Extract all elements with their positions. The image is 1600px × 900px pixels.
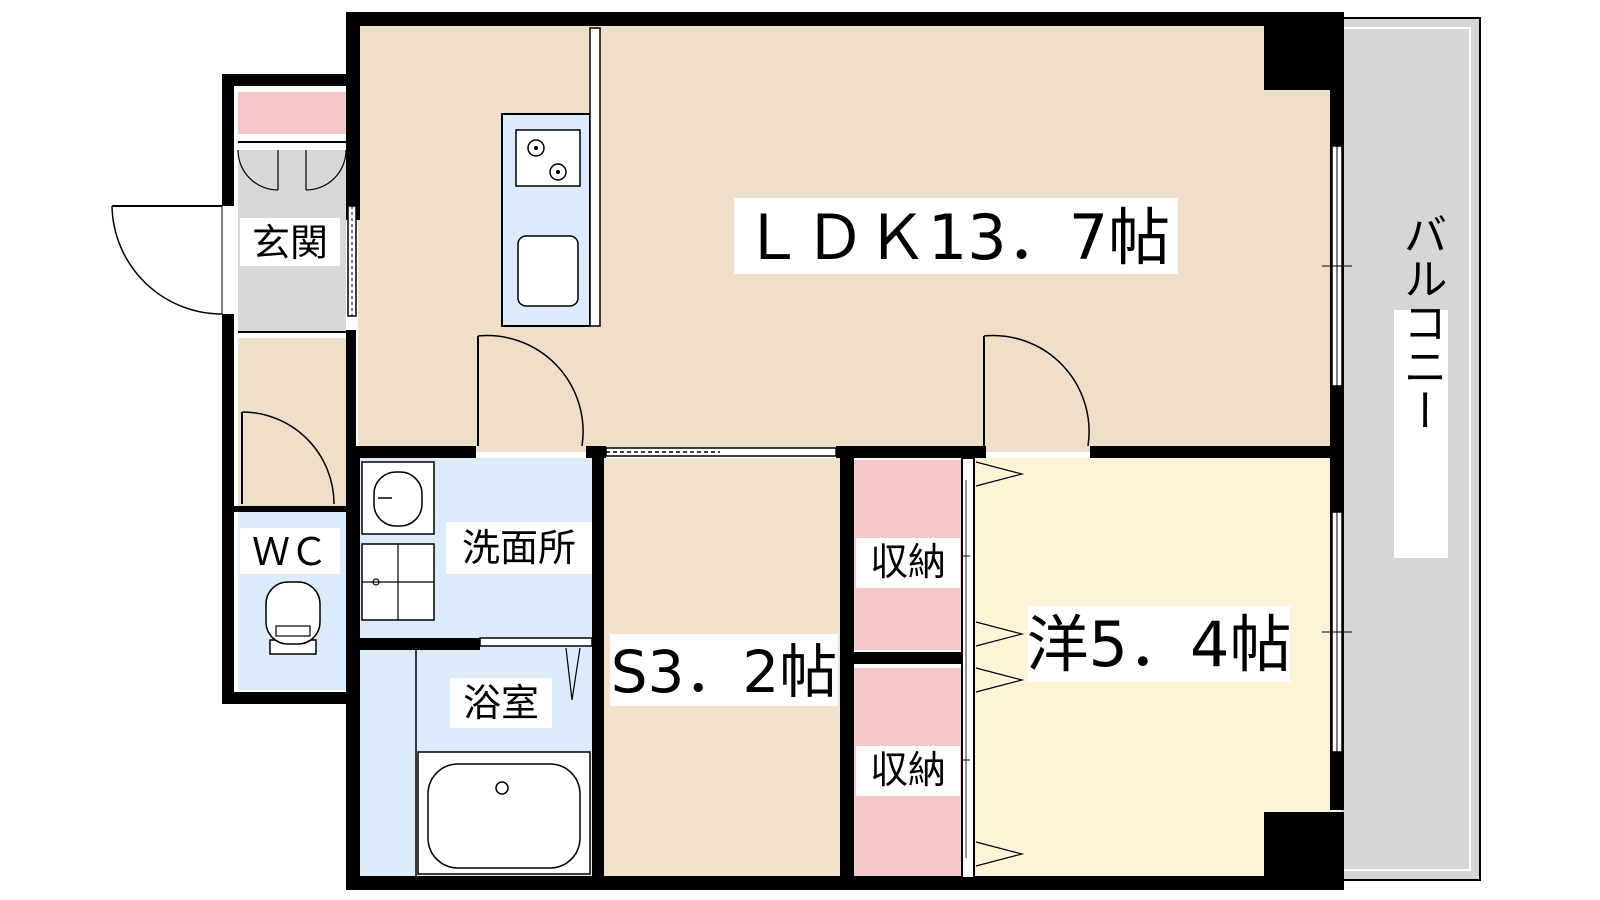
wall-wing-left-lower [222,314,234,704]
wall-ldk-bottom-c [836,446,986,458]
wc-door[interactable] [241,411,335,505]
burner-icon [527,139,545,157]
entrance-label: 玄関 [252,221,328,265]
wall-storage-right [961,457,975,879]
wall-left-mid [346,330,356,450]
wall-wing-left-upper [222,74,234,206]
wall-wc-top [234,506,346,512]
wall-service-left [592,446,604,890]
wall-ldk-bottom-d [1090,446,1338,458]
balcony-label: バルコニー [1396,212,1447,432]
western-room-label: 洋5．4帖 [1027,608,1292,681]
wall-service-right [840,446,854,890]
wall-wash-bath [356,638,480,650]
bath-door-frame [479,637,593,647]
stove-top [515,129,581,187]
column-bottom [1264,812,1344,890]
hall-floor [238,338,346,512]
wall-top [346,12,1338,26]
storage-door-upper[interactable] [975,461,1025,647]
storage-upper-label: 収納 [870,540,946,584]
burner-icon [549,163,567,181]
storage-lower-label: 収納 [870,748,946,792]
washroom-door[interactable] [477,334,584,447]
kitchen-partition [589,27,601,327]
wall-wing-bottom [222,692,358,704]
ldk-label: ＬＤＫ13．7帖 [742,201,1170,274]
wall-left-lower [346,448,360,890]
wall-left-upper [346,12,360,220]
wall-wing-top [222,74,358,86]
western-room-door[interactable] [983,334,1090,447]
bath-label: 浴室 [463,681,539,725]
service-room-label: S3．2帖 [611,638,838,706]
sliding-door-track [605,447,837,457]
storage-door-lower[interactable] [975,667,1025,867]
shoe-cabinet [238,92,346,134]
column-top [1264,12,1344,90]
bathtub-inner [427,763,581,869]
wall-ldk-bottom-a [356,446,476,458]
wc-label: ＷＣ [252,530,328,574]
wall-storage-divider [840,652,974,664]
sink-icon [517,235,579,307]
washroom-label: 洗面所 [462,526,576,570]
